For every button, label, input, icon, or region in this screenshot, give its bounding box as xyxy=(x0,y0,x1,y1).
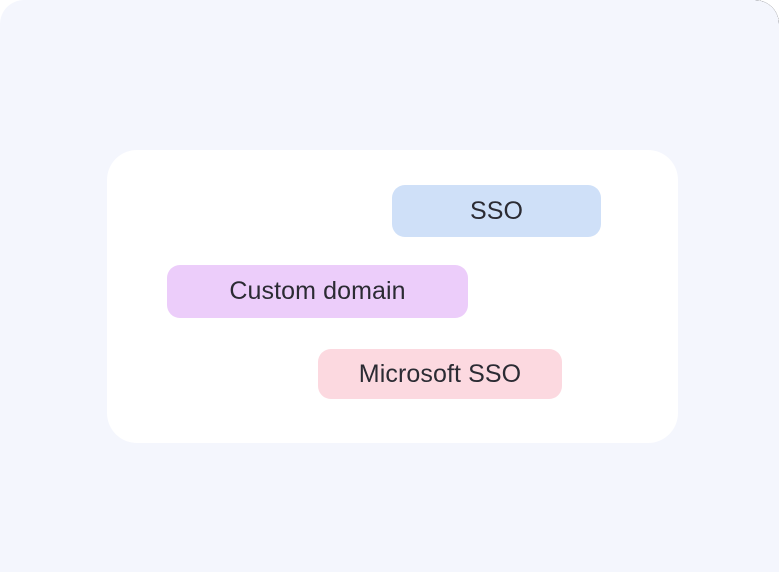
tag-card: SSO Custom domain Microsoft SSO xyxy=(107,150,678,443)
tag-pill-custom-domain[interactable]: Custom domain xyxy=(167,265,468,318)
corner-mask-top-left xyxy=(0,0,26,26)
tag-pill-sso-label: SSO xyxy=(469,196,524,225)
corner-mask-top-right xyxy=(753,0,779,26)
tag-pill-microsoft-sso[interactable]: Microsoft SSO xyxy=(318,349,562,399)
tag-pill-microsoft-sso-label: Microsoft SSO xyxy=(358,359,522,388)
tag-pill-sso[interactable]: SSO xyxy=(392,185,601,237)
tag-pill-custom-domain-label: Custom domain xyxy=(229,277,406,305)
